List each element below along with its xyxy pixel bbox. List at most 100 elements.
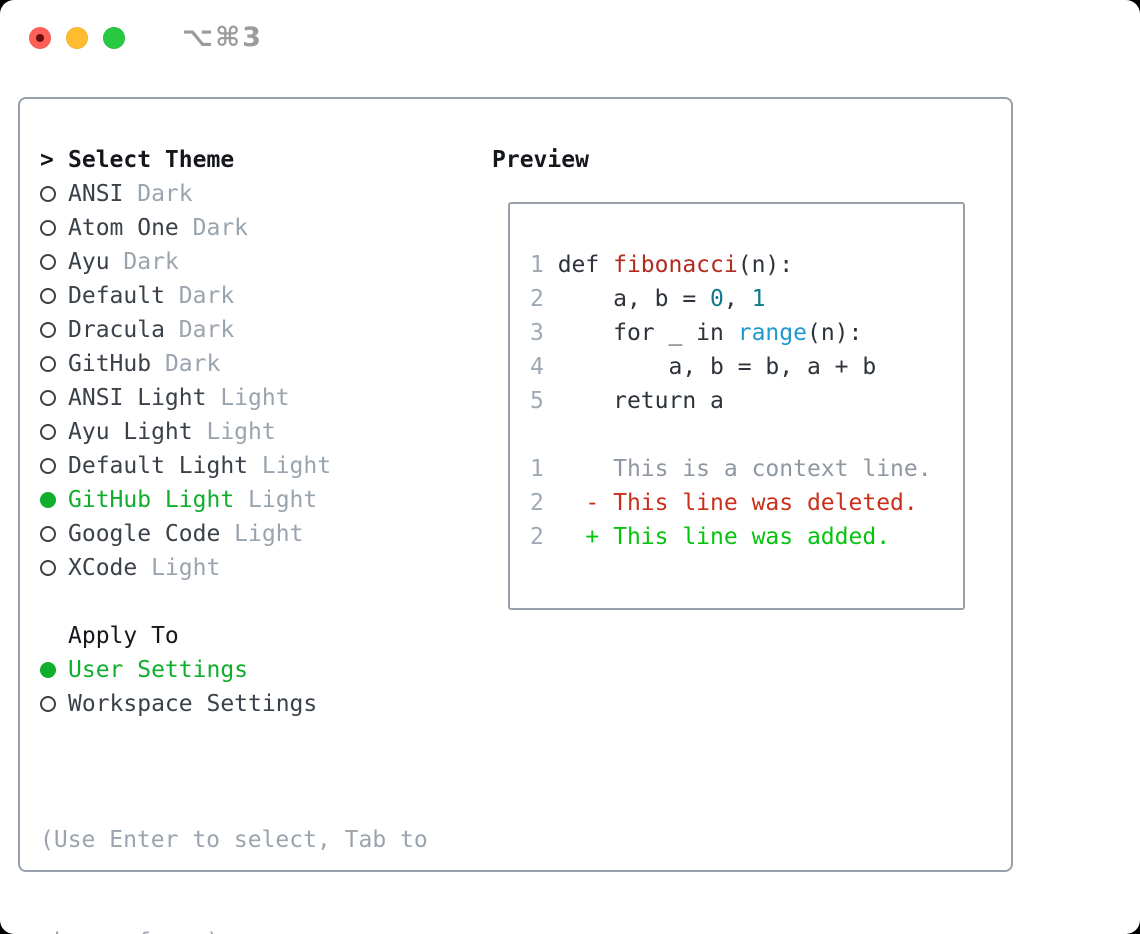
code-token-gutter: 3 (530, 320, 544, 346)
code-token-gutter: 1 (530, 456, 544, 482)
option-label: GitHub Light (68, 487, 235, 513)
code-token-func: fibonacci (613, 252, 738, 278)
theme-option-default[interactable]: Default Dark (40, 279, 428, 313)
zoom-button[interactable] (103, 26, 125, 49)
option-variant-label: Light (137, 555, 221, 581)
option-variant-label: Dark (123, 181, 193, 207)
apply-option-workspace-settings[interactable]: Workspace Settings (40, 687, 428, 721)
theme-option-ayu[interactable]: Ayu Dark (40, 245, 428, 279)
option-label: Ayu (68, 249, 110, 275)
option-variant-label: Dark (151, 351, 221, 377)
select-theme-title: Select Theme (68, 147, 235, 173)
code-token-gutter: 2 (530, 286, 544, 312)
option-label: Default (68, 283, 165, 309)
code-token-context: This is a context line. (543, 456, 932, 482)
option-label: Google Code (68, 521, 221, 547)
code-token-code: (n): (737, 252, 794, 278)
code-line: 2 + This line was added. (530, 520, 963, 554)
option-variant-label: Dark (164, 283, 235, 309)
radio-unselected-icon (40, 560, 56, 576)
code-line: 2 a, b = 0, 1 (530, 282, 963, 316)
hint-line-1: (Use Enter to select, Tab to (40, 827, 428, 853)
theme-option-github[interactable]: GitHub Dark (40, 347, 428, 381)
radio-unselected-icon (40, 424, 56, 440)
code-token-gutter: 4 (530, 354, 544, 380)
code-token-gutter: 2 (530, 490, 544, 516)
minimize-button[interactable] (66, 26, 88, 49)
radio-unselected-icon (40, 254, 56, 270)
option-variant-label: Light (206, 385, 290, 411)
window-title: ⌥⌘3 (182, 22, 263, 53)
option-label: Workspace Settings (68, 691, 318, 717)
code-line: 1 def fibonacci(n): (530, 248, 963, 282)
code-line: 3 for _ in range(n): (530, 316, 963, 350)
theme-option-atom-one[interactable]: Atom One Dark (40, 211, 428, 245)
theme-option-ansi[interactable]: ANSI Dark (40, 177, 428, 211)
close-dot-icon (36, 33, 44, 42)
radio-unselected-icon (40, 356, 56, 372)
select-theme-header: > Select Theme (40, 143, 428, 177)
apply-option-user-settings[interactable]: User Settings (40, 653, 428, 687)
option-variant-label: Light (220, 521, 304, 547)
hint-line-2: change focus) (40, 925, 428, 934)
option-label: Atom One (68, 215, 179, 241)
option-label: XCode (68, 555, 138, 581)
code-line (530, 418, 963, 452)
preview-title: Preview (492, 147, 589, 173)
preview-pane: Preview 1 def fibonacci(n):2 a, b = 0, 1… (490, 143, 965, 610)
option-variant-label: Dark (109, 249, 179, 275)
option-label: ANSI (68, 181, 124, 207)
option-label: GitHub (68, 351, 152, 377)
code-token-code: a, b = b, a + b (543, 354, 877, 380)
option-variant-label: Dark (178, 215, 249, 241)
radio-unselected-icon (40, 288, 56, 304)
theme-option-dracula[interactable]: Dracula Dark (40, 313, 428, 347)
radio-unselected-icon (40, 322, 56, 338)
code-token-code: , (723, 286, 752, 312)
code-token-added: + This line was added. (585, 524, 891, 550)
code-token-gutter: 1 (530, 252, 558, 278)
code-line: 4 a, b = b, a + b (530, 350, 963, 384)
apply-to-header: Apply To (40, 619, 428, 653)
code-token-code: for _ in (543, 320, 738, 346)
code-token-code (544, 490, 586, 516)
apply-to-title: Apply To (68, 623, 179, 649)
code-token-code: return a (543, 388, 724, 414)
code-token-gutter: 2 (530, 524, 544, 550)
code-token-code: a, b = (543, 286, 711, 312)
radio-unselected-icon (40, 696, 56, 712)
theme-option-google-code[interactable]: Google Code Light (40, 517, 428, 551)
option-label: ANSI Light (68, 385, 207, 411)
option-variant-label: Light (192, 419, 276, 445)
option-label: User Settings (68, 657, 249, 683)
theme-option-default-light[interactable]: Default Light Light (40, 449, 428, 483)
option-label: Dracula (68, 317, 165, 343)
option-variant-label: Dark (164, 317, 235, 343)
spacer (40, 585, 428, 619)
code-token-deleted: - This line was deleted. (585, 490, 918, 516)
theme-option-ansi-light[interactable]: ANSI Light Light (40, 381, 428, 415)
theme-option-ayu-light[interactable]: Ayu Light Light (40, 415, 428, 449)
theme-option-xcode[interactable]: XCode Light (40, 551, 428, 585)
code-token-gutter: 5 (530, 388, 544, 414)
radio-unselected-icon (40, 458, 56, 474)
titlebar: ⌥⌘3 (0, 0, 1140, 75)
code-token-code (544, 524, 586, 550)
theme-option-github-light[interactable]: GitHub Light Light (40, 483, 428, 517)
apply-to-indent (40, 619, 68, 653)
code-line: 1 This is a context line. (530, 452, 963, 486)
code-token-num: 0 (710, 286, 724, 312)
option-variant-label: Light (248, 453, 332, 479)
radio-selected-icon (40, 662, 56, 678)
option-label: Ayu Light (68, 419, 193, 445)
close-button[interactable] (29, 26, 51, 49)
code-line: 2 - This line was deleted. (530, 486, 963, 520)
option-variant-label: Light (234, 487, 318, 513)
radio-selected-icon (40, 492, 56, 508)
